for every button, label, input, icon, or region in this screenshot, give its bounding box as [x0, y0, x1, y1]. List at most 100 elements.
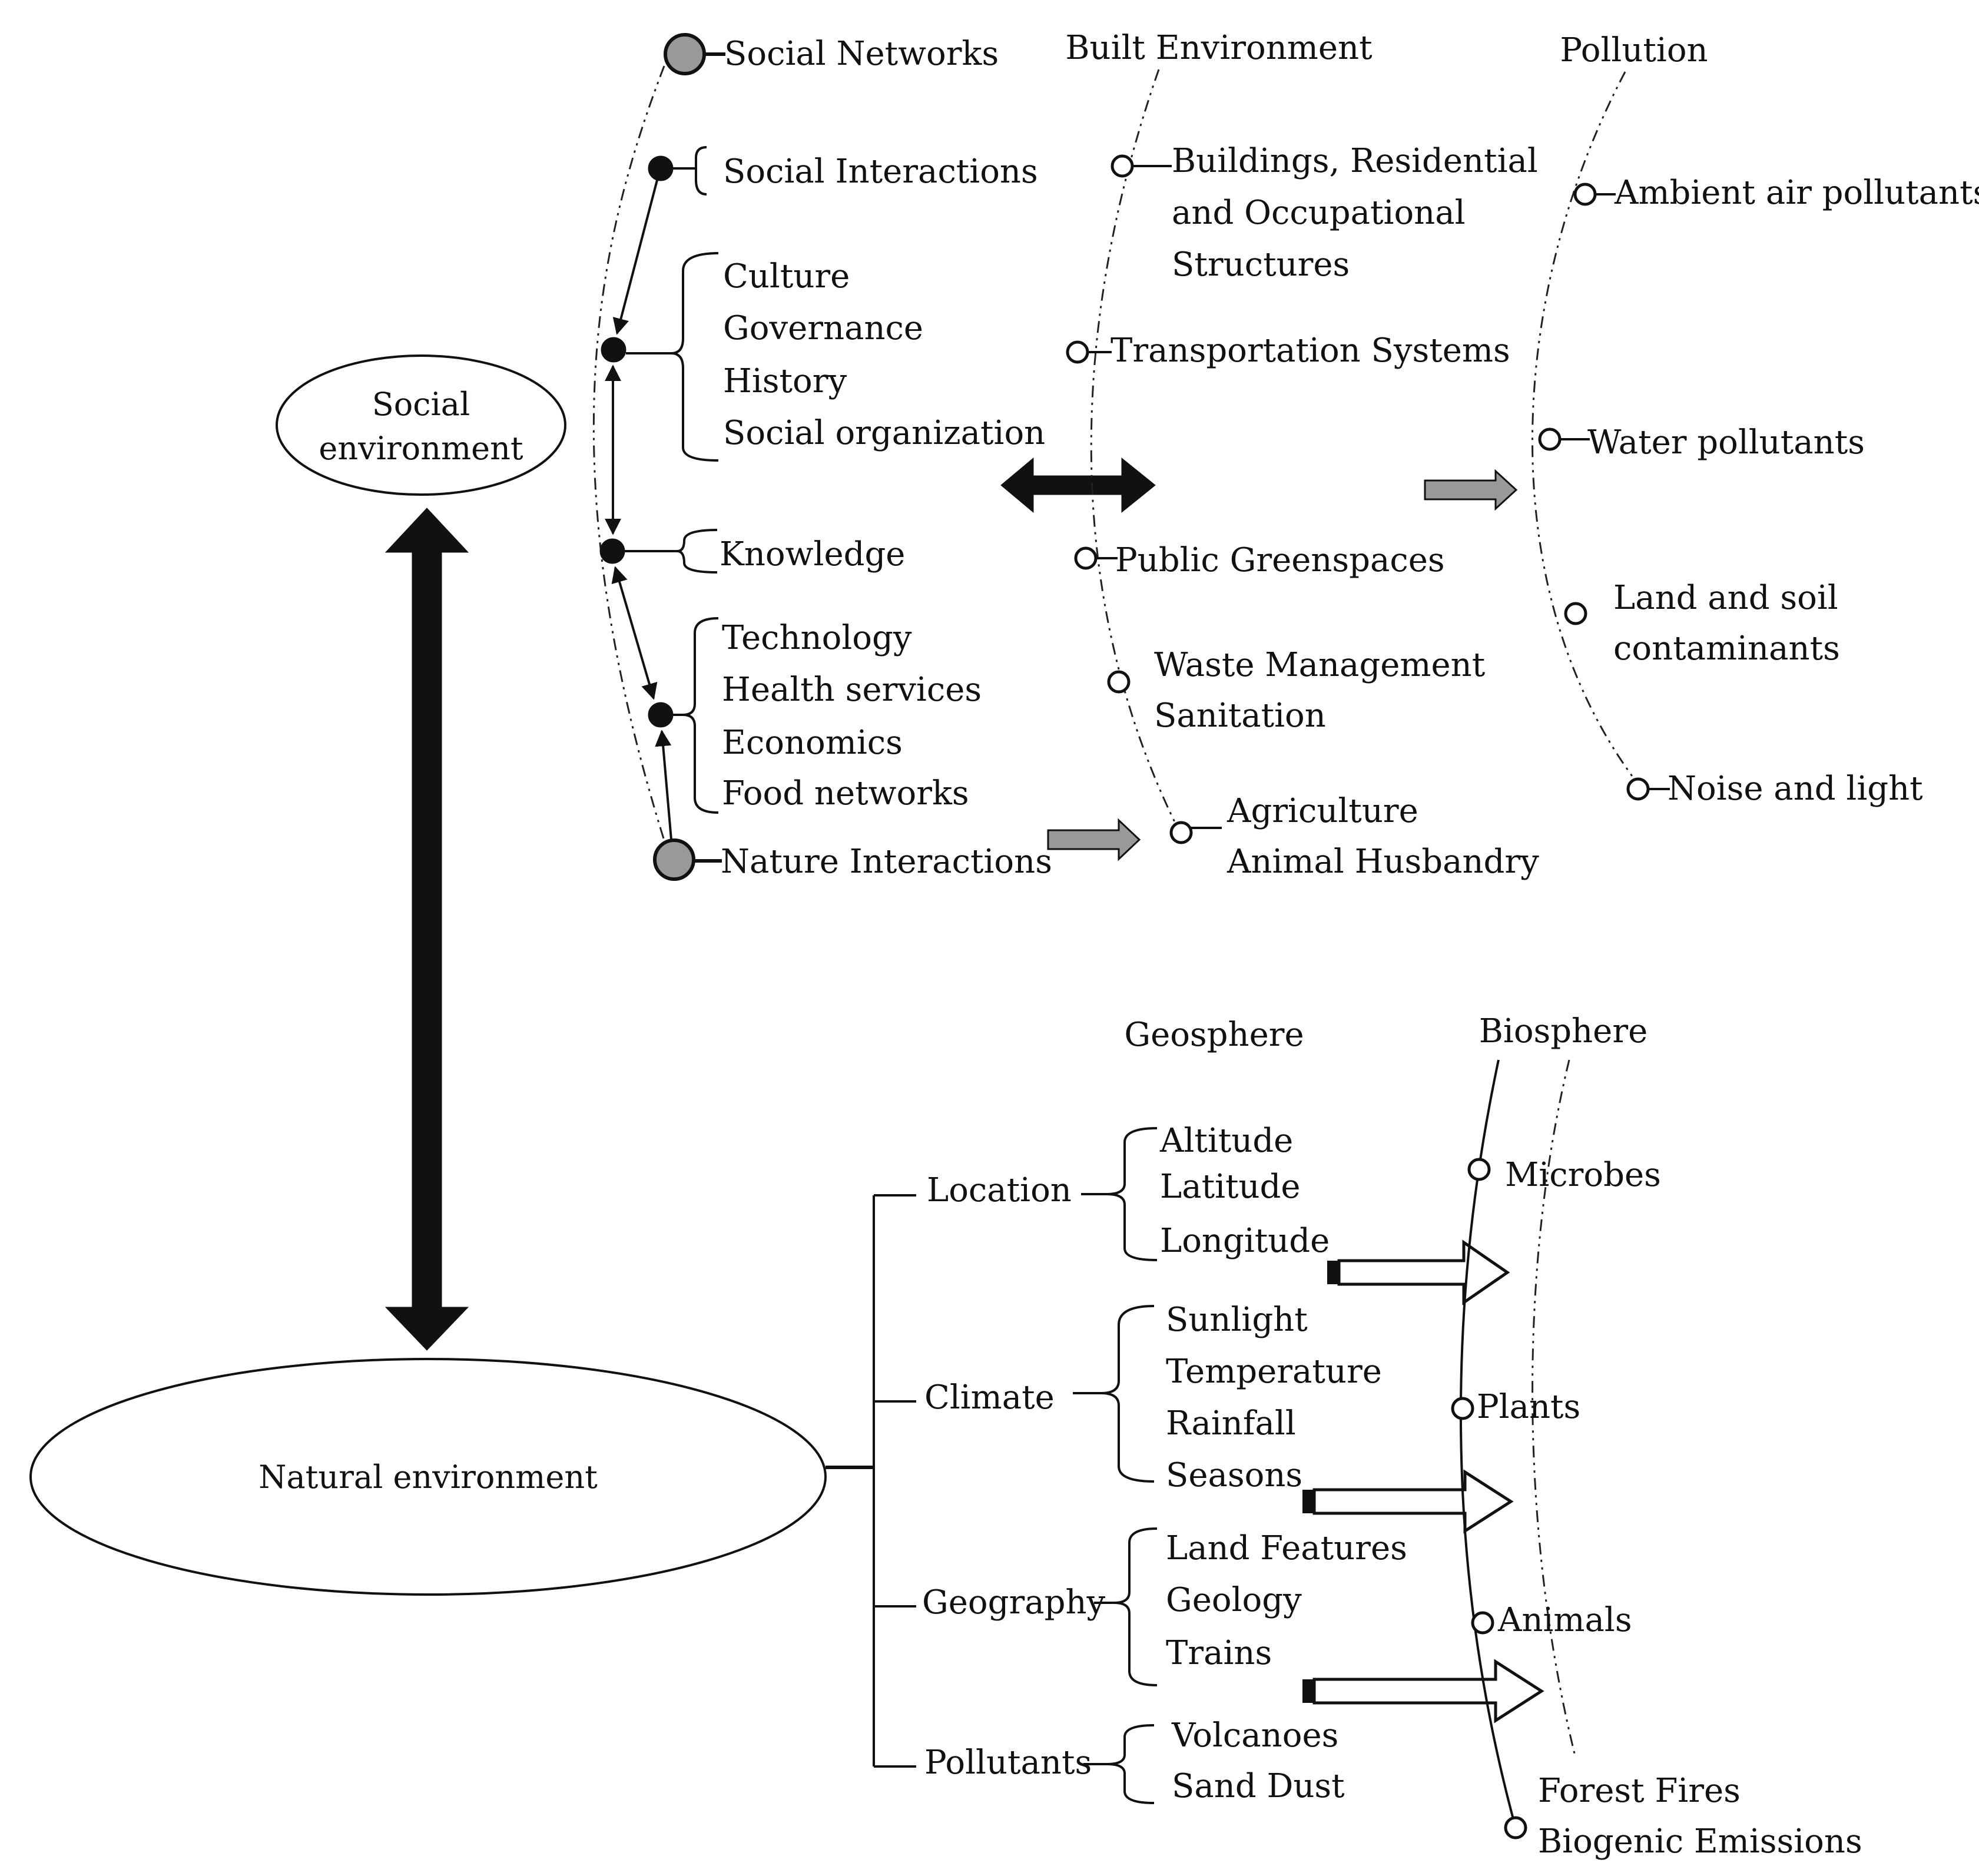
social-networks-label: Social Networks [724, 35, 999, 73]
greenspaces-label: Public Greenspaces [1115, 541, 1445, 579]
emissions-node: Forest Fires Biogenic Emissions [1504, 1772, 1862, 1861]
water-pollutants-node: Water pollutants [1538, 423, 1865, 462]
forest-fires-label: Forest Fires [1538, 1772, 1741, 1810]
pollution-title: Pollution [1560, 31, 1708, 69]
ambient-air-label: Ambient air pollutants [1614, 174, 1979, 212]
temperature-label: Temperature [1166, 1353, 1382, 1391]
economics-label: Economics [722, 724, 903, 762]
governance-label: Governance [723, 309, 923, 347]
location-label: Location [927, 1171, 1072, 1209]
biogenic-emissions-label: Biogenic Emissions [1538, 1822, 1862, 1861]
microbes-label: Microbes [1505, 1156, 1661, 1194]
buildings-dot [1111, 154, 1134, 178]
culture-group-dot [601, 337, 626, 363]
agriculture-label-line2: Animal Husbandry [1226, 843, 1539, 881]
geosphere-tree-lines [826, 1194, 916, 1768]
climate-group: Climate Sunlight Temperature Rainfall Se… [924, 1301, 1382, 1494]
animals-dot [1471, 1611, 1494, 1635]
sunlight-label: Sunlight [1166, 1301, 1308, 1339]
agriculture-label-line1: Agriculture [1226, 792, 1418, 830]
social-organization-label: Social organization [723, 414, 1045, 452]
natural-environment-node: Natural environment [29, 1358, 827, 1596]
microbes-dot [1467, 1158, 1491, 1181]
built-environment-title: Built Environment [1065, 29, 1373, 67]
health-services-label: Health services [722, 671, 982, 709]
agriculture-dot [1169, 821, 1193, 844]
sand-dust-label: Sand Dust [1172, 1767, 1345, 1805]
geology-label: Geology [1166, 1581, 1302, 1619]
seasons-label: Seasons [1166, 1456, 1302, 1494]
social-environment-label-line2: environment [319, 430, 523, 467]
history-label: History [723, 362, 847, 400]
animals-label: Animals [1497, 1601, 1632, 1639]
land-soil-label-line2: contaminants [1613, 629, 1840, 668]
animals-node: Animals [1471, 1601, 1632, 1639]
social-interactions-dot [648, 155, 674, 181]
emissions-dot [1504, 1816, 1527, 1839]
social-built-double-arrow [1000, 457, 1156, 513]
greenspaces-node: Public Greenspaces [1074, 541, 1445, 579]
social-natural-double-arrow [384, 508, 469, 1351]
geography-group: Geography Land Features Geology Trains [922, 1527, 1407, 1686]
social-interactions-label: Social Interactions [723, 153, 1038, 191]
social-interactions-node: Social Interactions [648, 146, 1038, 195]
technology-group-dot [648, 702, 674, 728]
agriculture-node: Agriculture Animal Husbandry [1169, 792, 1539, 881]
knowledge-dot [599, 538, 625, 564]
culture-label: Culture [723, 257, 850, 296]
water-pollutants-label: Water pollutants [1587, 423, 1865, 462]
trains-label: Trains [1166, 1634, 1272, 1672]
pollutants-label: Pollutants [924, 1744, 1092, 1782]
location-group: Location Altitude Latitude Longitude [927, 1122, 1330, 1261]
land-soil-dot [1564, 602, 1587, 625]
nature-interactions-dot [653, 838, 695, 881]
knowledge-node: Knowledge [599, 529, 905, 574]
water-pollutants-dot [1538, 427, 1562, 451]
waste-label-line2: Sanitation [1154, 697, 1326, 735]
geo-bio-arrows [1302, 1239, 1544, 1723]
plants-dot [1451, 1397, 1474, 1420]
land-soil-label-line1: Land and soil [1613, 579, 1838, 617]
latitude-label: Latitude [1160, 1168, 1301, 1206]
noise-light-label: Noise and light [1668, 770, 1923, 808]
geography-label: Geography [922, 1583, 1106, 1622]
social-networks-dot [664, 33, 706, 75]
plants-node: Plants [1451, 1388, 1580, 1426]
food-networks-label: Food networks [722, 774, 969, 813]
altitude-label: Altitude [1159, 1122, 1293, 1160]
geography-biosphere-arrow [1302, 1659, 1544, 1723]
buildings-label-line3: Structures [1172, 246, 1350, 284]
technology-label: Technology [722, 619, 912, 657]
rainfall-label: Rainfall [1166, 1404, 1296, 1443]
biosphere-title: Biosphere [1479, 1012, 1647, 1050]
natural-environment-label: Natural environment [258, 1459, 598, 1496]
culture-group-node: Culture Governance History Social organi… [601, 252, 1045, 462]
waste-node: Waste Management Sanitation [1107, 646, 1486, 735]
social-networks-node: Social Networks [664, 33, 999, 75]
plants-label: Plants [1477, 1388, 1580, 1426]
knowledge-label: Knowledge [720, 535, 905, 574]
social-environment-node: Social environment [276, 354, 566, 496]
microbes-node: Microbes [1467, 1156, 1661, 1194]
buildings-node: Buildings, Residential and Occupational … [1111, 142, 1538, 284]
volcanoes-label: Volcanoes [1171, 1716, 1338, 1755]
climate-biosphere-arrow [1302, 1469, 1514, 1534]
noise-light-dot [1626, 777, 1650, 801]
ambient-air-node: Ambient air pollutants [1573, 174, 1979, 212]
noise-light-node: Noise and light [1626, 770, 1923, 808]
built-environment-arc [1090, 69, 1182, 834]
waste-dot [1107, 670, 1131, 694]
buildings-label-line2: and Occupational [1172, 194, 1466, 232]
longitude-label: Longitude [1160, 1222, 1330, 1260]
transportation-dot [1066, 340, 1089, 364]
ambient-air-dot [1573, 183, 1597, 206]
greenspaces-dot [1074, 546, 1098, 570]
transportation-label: Transportation Systems [1111, 332, 1510, 370]
buildings-label-line1: Buildings, Residential [1172, 142, 1538, 180]
social-environment-label-line1: Social [372, 386, 470, 423]
nature-to-agriculture-arrow [1047, 818, 1141, 861]
social-chain-arrows [605, 180, 672, 840]
location-biosphere-arrow [1327, 1239, 1510, 1305]
land-features-label: Land Features [1166, 1529, 1407, 1567]
